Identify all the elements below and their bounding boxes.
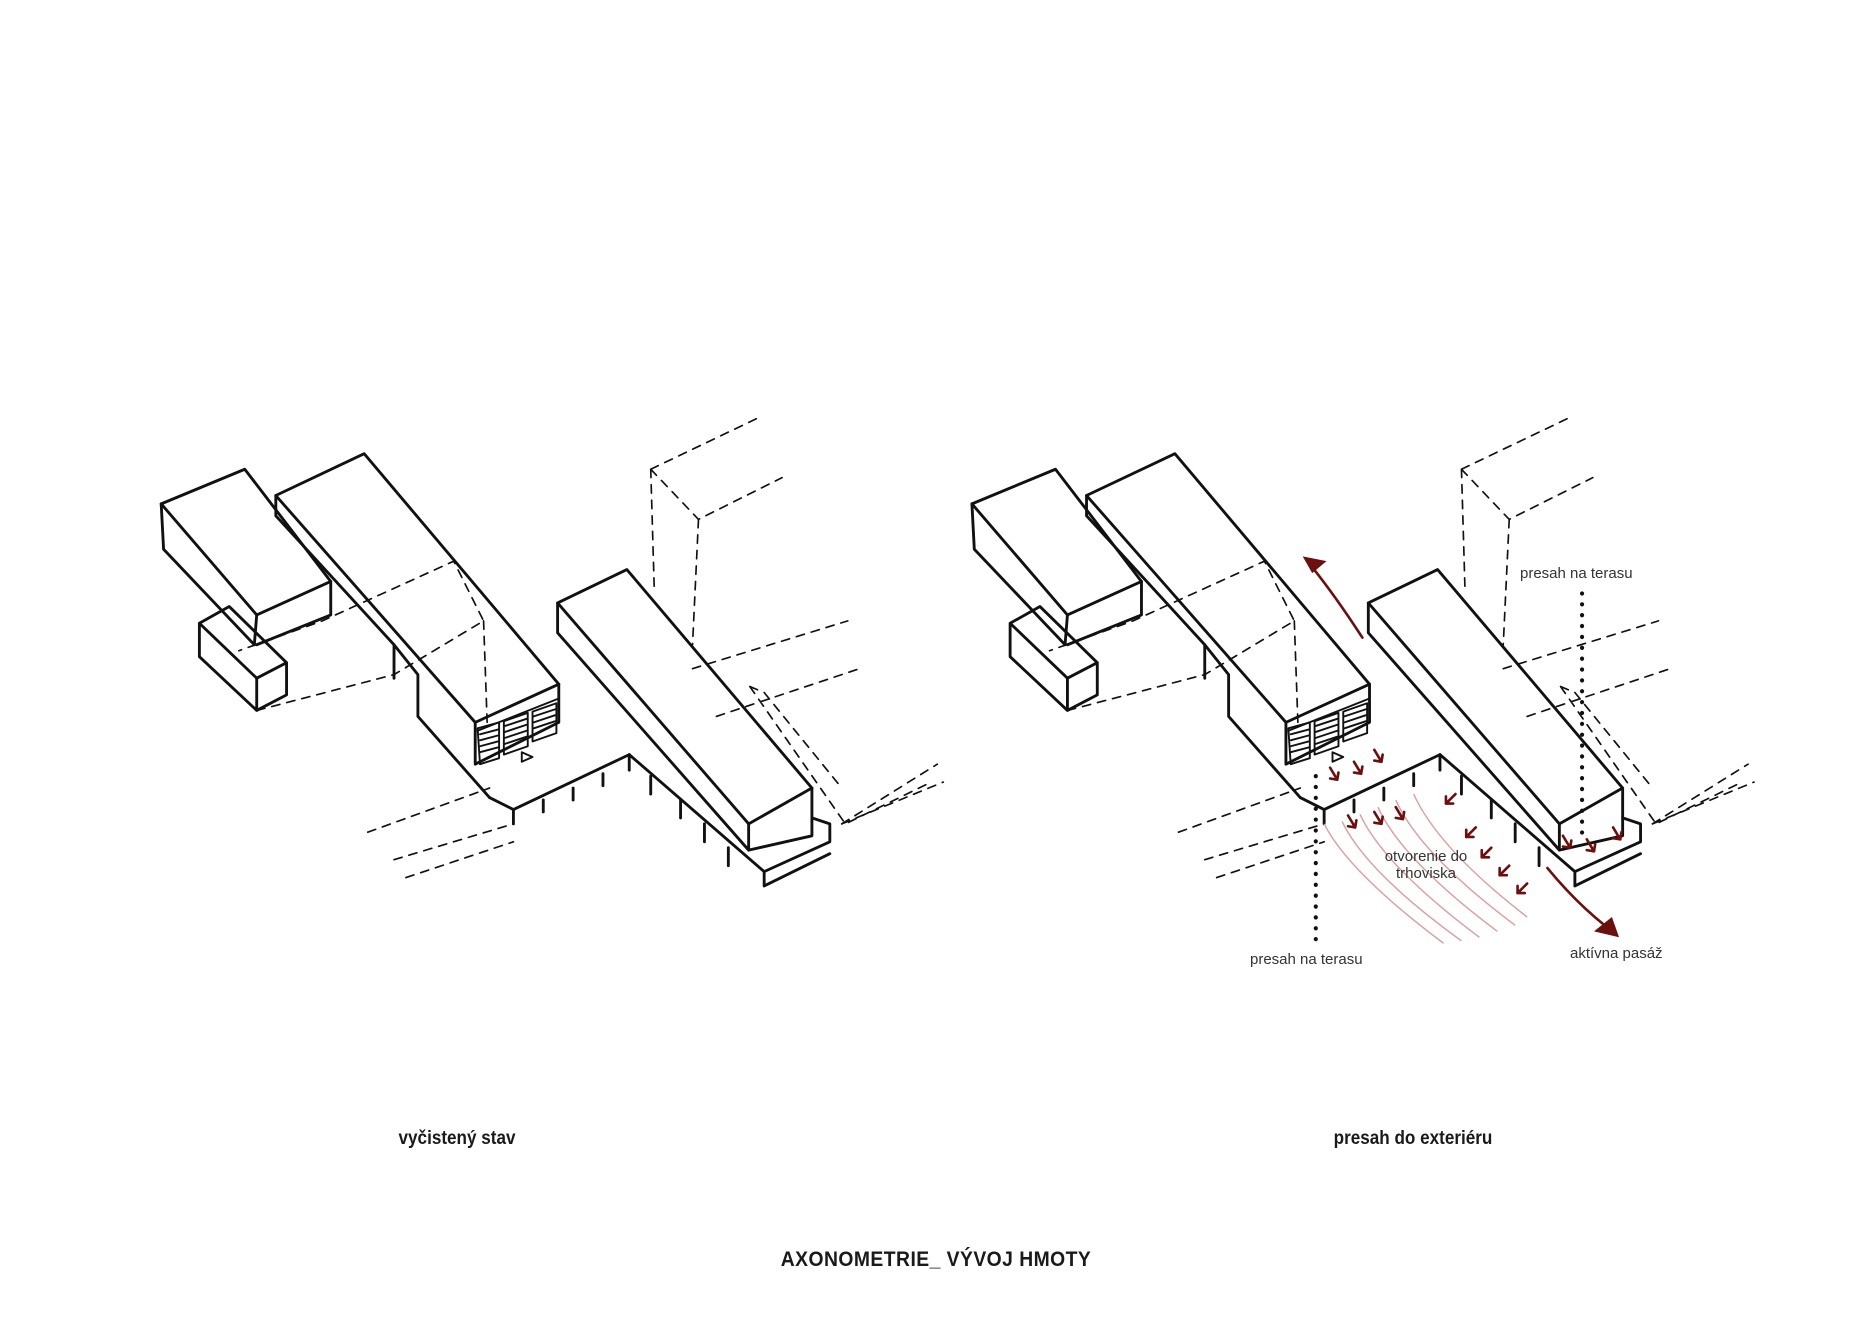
flow-arrows (1310, 565, 1623, 927)
annotation-market-line2: trhoviska (1395, 865, 1457, 882)
terrace-dotted-lines (1313, 591, 1585, 946)
caption-clean-state: vyčistený stav (398, 1128, 516, 1149)
arrow-head-down-icon (1593, 916, 1620, 938)
annotation-market-opening: otvorenie do trhoviska (1385, 848, 1468, 882)
massing-sketch-extended (970, 416, 1756, 888)
market-hatching (1323, 793, 1528, 944)
massing-sketch-clean (159, 416, 945, 888)
annotation-terrace-top: presah na terasu (1520, 565, 1633, 582)
arrow-head-up-icon (1302, 556, 1327, 574)
annotation-active-passage: aktívna pasáž (1570, 945, 1663, 962)
annotation-market-line1: otvorenie do (1384, 848, 1468, 865)
caption-exterior-overlap: presah do exteriéru (1333, 1128, 1493, 1149)
sheet-title: AXONOMETRIE_ VÝVOJ HMOTY (780, 1248, 1092, 1271)
annotation-terrace-bottom: presah na terasu (1250, 951, 1363, 968)
